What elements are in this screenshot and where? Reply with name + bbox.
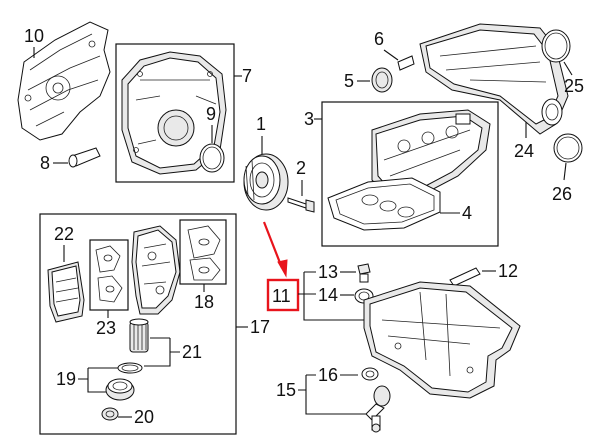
callout-22: 22	[54, 224, 74, 262]
callout-13-label: 13	[318, 262, 338, 282]
group-box-7	[115, 43, 235, 183]
part-16-seal	[361, 367, 379, 381]
callout-25-label: 25	[564, 76, 584, 96]
highlight-arrow	[262, 221, 288, 278]
callout-2-label: 2	[296, 158, 306, 178]
callout-25: 25	[563, 61, 584, 96]
part-5-oil-cap	[371, 67, 393, 93]
callout-18-label: 18	[194, 292, 214, 312]
callout-15: 15	[276, 374, 366, 415]
callout-2: 2	[296, 158, 306, 196]
callout-26: 26	[552, 162, 572, 204]
callout-11-label: 11	[272, 286, 291, 306]
callout-22-label: 22	[54, 224, 74, 244]
callout-9-label: 9	[206, 104, 216, 124]
callout-11: 11	[272, 271, 364, 321]
part-25-seal-ring	[541, 29, 571, 63]
callout-13: 13	[318, 262, 356, 282]
callout-24-label: 24	[514, 141, 534, 161]
callout-19: 19	[56, 367, 118, 393]
part-12-tube	[449, 267, 481, 287]
callout-8-label: 8	[40, 153, 50, 173]
part-19-filter-cap	[105, 378, 135, 401]
part-20-plug	[101, 407, 119, 421]
callout-5: 5	[344, 71, 370, 91]
callout-19-label: 19	[56, 369, 76, 389]
callout-10: 10	[24, 26, 44, 58]
callout-17: 17	[236, 317, 270, 337]
part-4-valve-cover-gasket	[327, 177, 441, 231]
callout-14: 14	[318, 285, 354, 305]
callout-24: 24	[514, 122, 534, 161]
callout-9: 9	[206, 104, 216, 143]
part-24-intake-manifold	[419, 23, 569, 135]
part-1-crank-pulley	[243, 153, 289, 211]
part-2-bolt	[287, 197, 315, 213]
callout-26-label: 26	[552, 184, 572, 204]
callout-7: 7	[234, 66, 252, 86]
part-21-filter-element	[129, 318, 149, 353]
callout-20-label: 20	[134, 407, 154, 427]
callout-23: 23	[96, 310, 116, 338]
callout-4-label: 4	[462, 203, 472, 223]
part-7-engine-cover	[121, 51, 227, 175]
part-18-gasket-set	[179, 219, 227, 285]
callout-11-highlight-box	[266, 278, 300, 312]
group-box-17	[39, 213, 237, 435]
callout-7-label: 7	[242, 66, 252, 86]
callout-12: 12	[482, 261, 518, 281]
part-6-seal	[397, 55, 415, 71]
callout-8: 8	[40, 153, 68, 173]
callout-3: 3	[304, 109, 322, 129]
callout-18: 18	[194, 284, 214, 312]
part-23-gasket-set	[89, 239, 129, 311]
part-13-drain-plug	[357, 263, 371, 283]
callout-15-label: 15	[276, 380, 296, 400]
callout-20: 20	[118, 407, 154, 427]
callout-12-label: 12	[498, 261, 518, 281]
part-10-timing-cover	[17, 21, 111, 141]
part-15-level-sensor	[365, 385, 391, 433]
callout-21: 21	[144, 337, 202, 367]
part-17-filter-housing	[131, 225, 181, 315]
callout-6: 6	[374, 29, 399, 61]
callout-4: 4	[440, 203, 472, 223]
callout-1-label: 1	[256, 114, 266, 134]
part-11-oil-pan	[363, 281, 521, 399]
callout-1: 1	[256, 114, 266, 154]
part-26-seal-ring	[553, 133, 583, 163]
callout-14-label: 14	[318, 285, 338, 305]
callout-10-label: 10	[24, 26, 44, 46]
group-box-3	[321, 101, 499, 247]
part-9-seal-ring	[199, 143, 225, 173]
callout-3-label: 3	[304, 109, 314, 129]
callout-21-label: 21	[182, 342, 202, 362]
part-21-o-ring	[117, 362, 143, 374]
part-22-oil-cooler	[47, 261, 85, 323]
callout-6-label: 6	[374, 29, 384, 49]
part-8-sensor	[68, 147, 101, 168]
callout-16-label: 16	[318, 365, 338, 385]
callout-16: 16	[318, 365, 358, 385]
callout-17-label: 17	[250, 317, 270, 337]
callout-5-label: 5	[344, 71, 354, 91]
callout-23-label: 23	[96, 318, 116, 338]
